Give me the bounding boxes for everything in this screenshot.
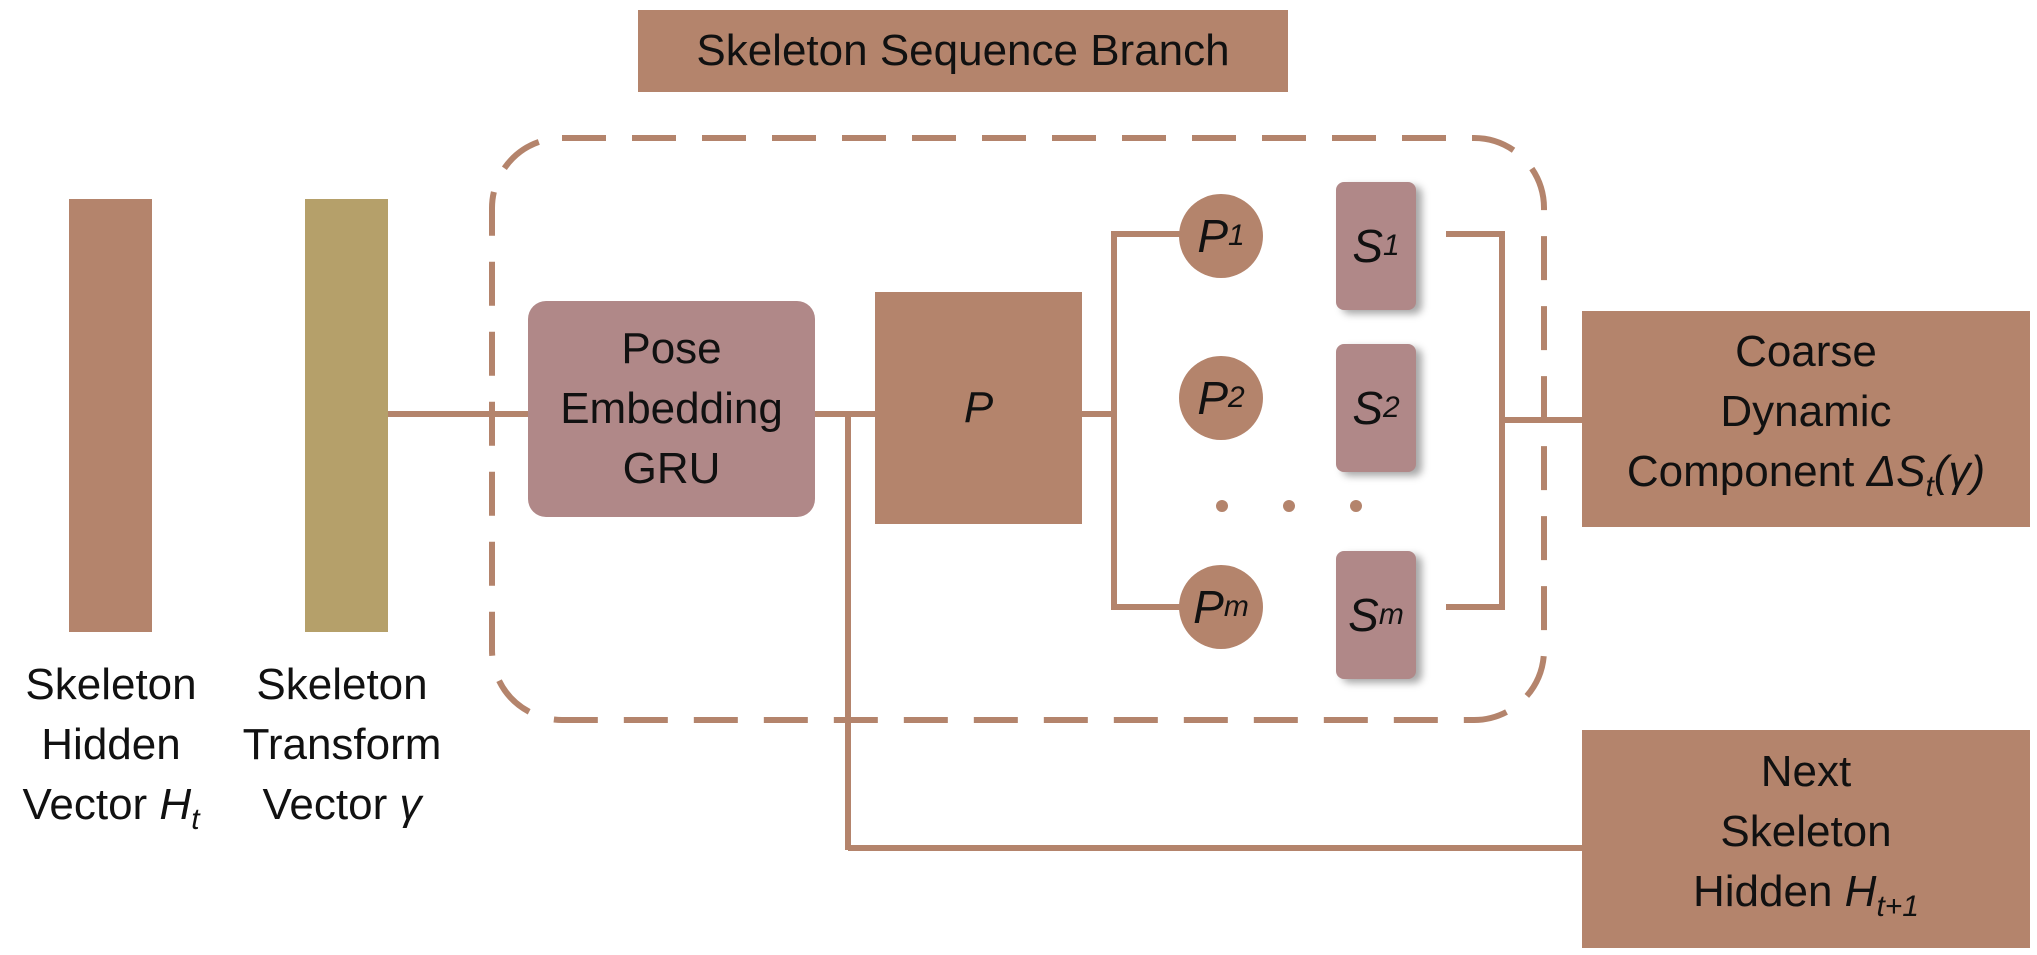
coarse-dynamic-component: Coarse Dynamic Component ΔSt(γ): [1582, 311, 2030, 527]
transform-vector-bar: [305, 199, 388, 632]
ellipsis-dot-1: [1216, 500, 1228, 512]
next-skeleton-hidden: Next Skeleton Hidden Ht+1: [1582, 730, 2030, 948]
ellipsis-dot-2: [1283, 500, 1295, 512]
ellipsis-dot-3: [1350, 500, 1362, 512]
transform-vector-label: Skeleton Transform Vector γ: [242, 660, 442, 829]
p-box: P: [875, 292, 1082, 524]
pose-embedding-gru: Pose Embedding GRU: [528, 301, 815, 517]
hidden-vector-label: Skeleton Hidden Vector Ht: [22, 660, 200, 836]
hidden-vector-bar: [69, 199, 152, 632]
branch-title: Skeleton Sequence Branch: [638, 10, 1288, 92]
branch-frame: [489, 135, 1547, 723]
